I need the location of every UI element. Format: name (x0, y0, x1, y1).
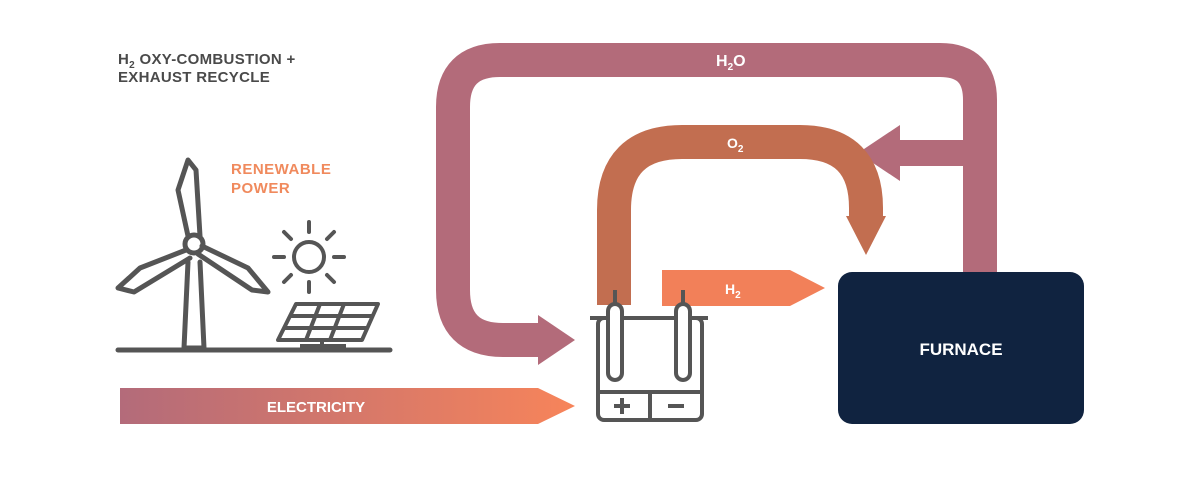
renewable-label-line1: RENEWABLE (231, 161, 331, 178)
diagram-title-line2: EXHAUST RECYCLE (118, 69, 270, 86)
furnace-box (838, 272, 1084, 424)
electrolyzer-battery-icon (590, 290, 708, 422)
o2-label: O2 (727, 135, 744, 155)
h2-flow (662, 270, 825, 306)
h2-label: H2 (725, 281, 741, 301)
furnace-label: FURNACE (919, 340, 1002, 359)
h2o-recycle-flow (436, 43, 997, 365)
o2-flow (597, 125, 886, 305)
h2o-label: H2O (716, 53, 746, 73)
electricity-label: ELECTRICITY (267, 399, 365, 416)
solar-panel-icon (276, 302, 380, 350)
electricity-flow (120, 388, 575, 424)
diagram-title-line1: H2 OXY-COMBUSTION + (118, 51, 296, 71)
renewable-label-line2: POWER (231, 180, 290, 197)
sun-icon (272, 220, 346, 294)
